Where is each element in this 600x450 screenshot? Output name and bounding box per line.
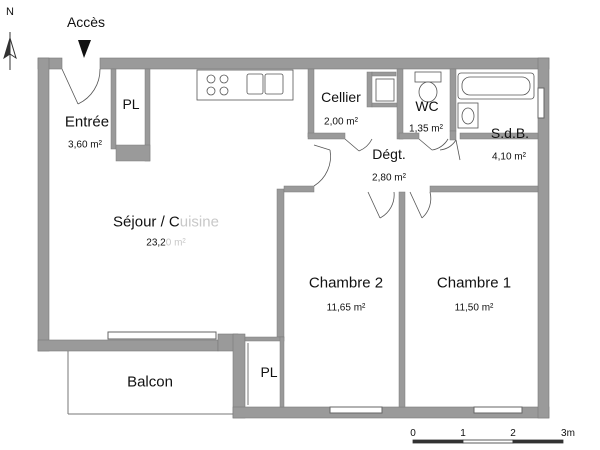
entree-area: 3,60 m² [68, 139, 102, 151]
scale-tick-2: 2 [510, 428, 516, 439]
bathroom-fixtures [457, 72, 535, 129]
cellier-shelf [375, 78, 395, 102]
kitchen-worktop [196, 69, 294, 101]
cellier-name: Cellier [321, 89, 361, 105]
sejour-area-main: 23,2 [146, 237, 166, 249]
entree-name: Entrée [64, 113, 110, 131]
interior-doors [247, 138, 461, 405]
chambre1-name: Chambre 1 [436, 274, 512, 292]
scale-tick-3: 3m [561, 428, 575, 439]
north-arrow-icon [3, 32, 17, 70]
toilet-fixture [414, 71, 442, 103]
entrance-arrow-icon [78, 40, 91, 58]
sdb-area: 4,10 m² [492, 151, 526, 163]
chambre2-name: Chambre 2 [308, 274, 384, 292]
sejour-area-faded: 0 m² [165, 237, 186, 249]
interior-walls [110, 68, 539, 408]
sejour-name-main: Séjour / C [113, 213, 180, 231]
sdb-name: S.d.B. [490, 125, 530, 141]
sejour-name-faded: uisine [179, 213, 219, 231]
sejour-area: 23,20 m² [146, 238, 185, 249]
entrance-door [61, 68, 101, 105]
pl-ch2-name: PL [260, 364, 278, 380]
cellier-area: 2,00 m² [324, 116, 358, 128]
scale-bar [412, 439, 564, 444]
scale-tick-1: 1 [460, 428, 466, 439]
degt-name: Dégt. [372, 146, 406, 162]
degt-area: 2,80 m² [372, 172, 406, 184]
sejour-name: Séjour / Cuisine [113, 214, 219, 231]
scale-tick-0: 0 [410, 428, 416, 439]
wc-name: WC [415, 98, 439, 114]
balcony-outline [67, 351, 233, 415]
pl-entree-name: PL [122, 96, 140, 112]
chambre2-area: 11,65 m² [326, 302, 366, 314]
entrance-label: Accès [66, 14, 106, 30]
chambre1-area: 11,50 m² [454, 302, 494, 314]
wc-area: 1,35 m² [409, 123, 443, 135]
compass-letter: N [6, 6, 14, 18]
balcon-name: Balcon [127, 373, 173, 391]
windows [107, 87, 545, 414]
exterior-walls [37, 57, 550, 419]
